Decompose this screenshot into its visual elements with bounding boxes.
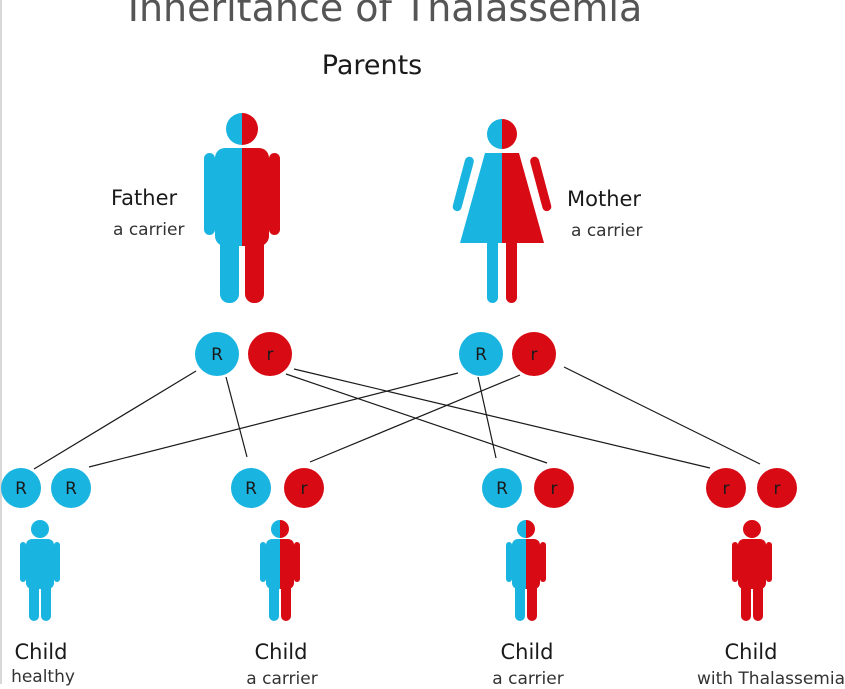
parents-heading: Parents: [321, 50, 423, 81]
allele-circle-recessive: [284, 468, 324, 508]
father-description: a carrier: [113, 220, 185, 240]
allele-label: R: [65, 479, 77, 499]
mother-alleles: R r: [459, 332, 556, 376]
allele-connection-lines: [33, 366, 761, 470]
allele-circle-dominant: [482, 468, 522, 508]
child-2-alleles: R r: [231, 468, 324, 508]
connector-line: [563, 366, 761, 465]
child-2-description: a carrier: [246, 669, 318, 689]
allele-label: r: [723, 479, 730, 499]
child-1-alleles: R R: [1, 468, 91, 508]
child-2-figure: [260, 520, 300, 621]
child-3-alleles: R r: [482, 468, 574, 508]
child-4-alleles: r r: [706, 468, 797, 508]
connector-line: [293, 368, 711, 469]
allele-circle-recessive: [512, 332, 556, 376]
allele-circle-recessive: [757, 468, 797, 508]
diagram-title: Inheritance of Thalassemia: [127, 0, 643, 30]
child-4-description: with Thalassemia: [696, 669, 845, 689]
allele-label: R: [496, 479, 508, 499]
father-alleles: R r: [195, 332, 292, 376]
allele-circle-dominant: [459, 332, 503, 376]
connector-line: [33, 370, 197, 470]
allele-circle-dominant: [195, 332, 239, 376]
allele-circle-recessive: [706, 468, 746, 508]
allele-label: r: [267, 345, 274, 365]
allele-label: r: [531, 345, 538, 365]
father-label: Father: [111, 186, 178, 210]
connector-line: [477, 376, 497, 459]
child-1-figure: [20, 520, 60, 621]
child-4-figure: [732, 520, 772, 621]
child-1-description: healthy: [11, 667, 75, 687]
allele-circle-recessive: [248, 332, 292, 376]
child-4-label: Child: [724, 640, 778, 664]
father-figure: [204, 113, 280, 303]
connector-line: [88, 372, 459, 468]
allele-circle-recessive: [534, 468, 574, 508]
left-edge-divider: [0, 0, 2, 684]
allele-label: r: [774, 479, 781, 499]
allele-label: R: [475, 345, 487, 365]
child-3-description: a carrier: [492, 669, 564, 689]
allele-circle-dominant: [51, 468, 91, 508]
allele-label: r: [301, 479, 308, 499]
allele-label: R: [211, 345, 223, 365]
allele-label: r: [551, 479, 558, 499]
child-3-figure: [506, 520, 546, 621]
connector-line: [225, 376, 248, 458]
mother-figure: [451, 119, 553, 303]
child-2-label: Child: [254, 640, 308, 664]
child-3-label: Child: [500, 640, 554, 664]
mother-label: Mother: [567, 187, 642, 211]
allele-circle-dominant: [1, 468, 41, 508]
connector-line: [309, 374, 521, 463]
mother-description: a carrier: [571, 221, 643, 241]
allele-circle-dominant: [231, 468, 271, 508]
allele-label: R: [15, 479, 27, 499]
child-1-label: Child: [14, 640, 68, 664]
allele-label: R: [245, 479, 257, 499]
